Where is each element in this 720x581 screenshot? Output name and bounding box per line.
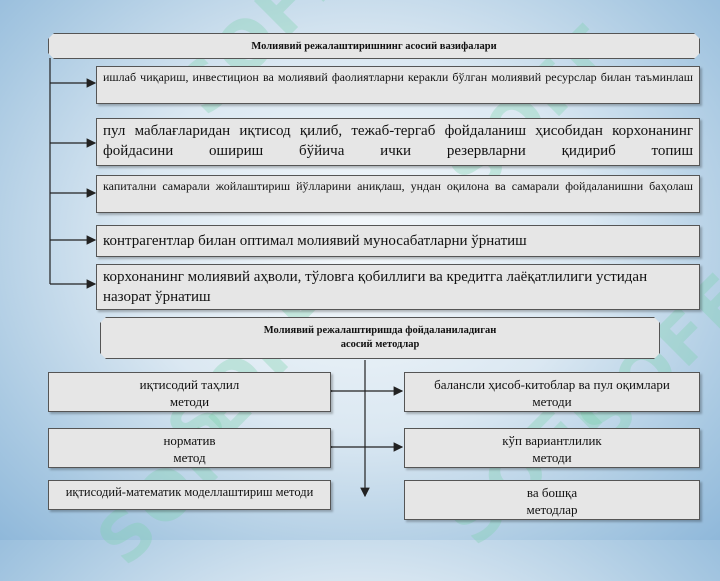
method-label: методлар [526, 502, 578, 517]
task-box: ишлаб чиқариш, инвестицион ва молиявий ф… [96, 66, 700, 104]
task-text: контрагентлар билан оптимал молиявий мун… [103, 233, 527, 249]
task-box: корхонанинг молиявий аҳволи, тўловга қоб… [96, 264, 700, 310]
method-label: метод [173, 450, 206, 465]
method-label: методи [532, 394, 572, 409]
method-box: балансли ҳисоб-китоблар ва пул оқимлари … [404, 372, 700, 412]
task-box: контрагентлар билан оптимал молиявий мун… [96, 225, 700, 257]
method-box: кўп вариантлилик методи [404, 428, 700, 468]
method-box: иқтисодий таҳлил методи [48, 372, 331, 412]
main-tasks-title: Молиявий режалаштиришнинг асосий вазифал… [48, 33, 700, 59]
task-box: пул маблағларидан иқтисод қилиб, тежаб-т… [96, 118, 700, 166]
method-label: методи [532, 450, 572, 465]
task-text: капитални самарали жойлаштириш йўлларини… [103, 179, 693, 193]
method-label: методи [169, 394, 210, 409]
method-label: норматив [163, 433, 216, 448]
methods-title: Молиявий режалаштиришда фойдаланиладиган… [100, 317, 660, 359]
method-label: иқтисодий таҳлил [139, 377, 240, 392]
method-label: иқтисодий-математик моделлаштириш методи [65, 485, 314, 499]
main-tasks-title-text: Молиявий режалаштиришнинг асосий вазифал… [251, 41, 497, 52]
task-text: пул маблағларидан иқтисод қилиб, тежаб-т… [103, 123, 693, 159]
methods-title-line: асосий методлар [340, 339, 420, 350]
method-box: иқтисодий-математик моделлаштириш методи [48, 480, 331, 510]
method-box: ва бошқа методлар [404, 480, 700, 520]
method-box: норматив метод [48, 428, 331, 468]
method-label: балансли ҳисоб-китоблар ва пул оқимлари [434, 377, 670, 392]
task-text: ишлаб чиқариш, инвестицион ва молиявий ф… [103, 70, 693, 84]
methods-title-line: Молиявий режалаштиришда фойдаланиладиган [263, 325, 497, 336]
task-box: капитални самарали жойлаштириш йўлларини… [96, 175, 700, 213]
connector-lines [49, 58, 404, 498]
method-label: ва бошқа [526, 485, 578, 500]
task-text: корхонанинг молиявий аҳволи, тўловга қоб… [103, 269, 648, 305]
method-label: кўп вариантлилик [502, 433, 602, 448]
